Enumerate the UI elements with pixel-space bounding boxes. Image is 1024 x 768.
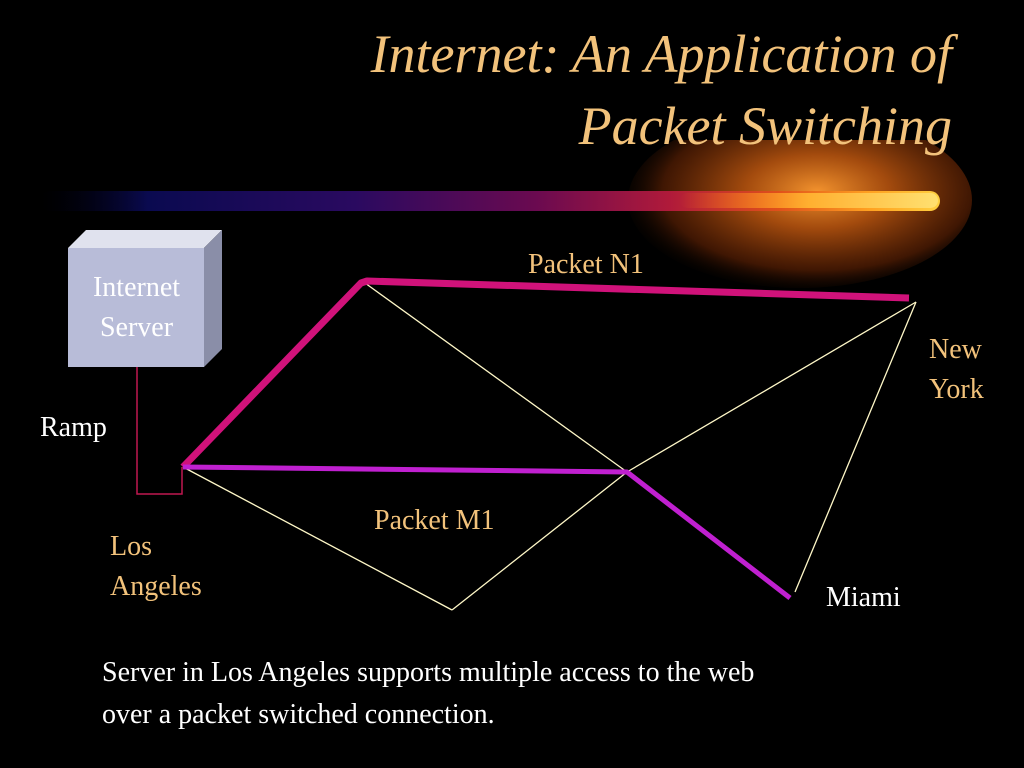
- swoosh-glow: [628, 140, 972, 288]
- los-angeles-line-2: Angeles: [110, 571, 202, 602]
- new-york-line-1: New: [929, 334, 982, 365]
- caption-line-1: Server in Los Angeles supports multiple …: [102, 657, 755, 688]
- title-line-2: Packet Switching: [578, 96, 952, 156]
- decorative-swoosh: [40, 140, 972, 288]
- link-hub-newyork: [626, 301, 917, 473]
- swoosh-core: [680, 193, 938, 208]
- slide-title: Internet: An Application of Packet Switc…: [52, 18, 952, 162]
- packet-n1-route: [180, 277, 910, 470]
- caption-line-2: over a packet switched connection.: [102, 699, 495, 730]
- link-south-hub: [451, 471, 628, 611]
- ramp-label: Ramp: [40, 412, 107, 443]
- new-york-label: New York: [929, 330, 984, 410]
- miami-label: Miami: [826, 582, 901, 613]
- server-side-face: [204, 230, 222, 367]
- los-angeles-line-1: Los: [110, 531, 152, 562]
- packet-m1-label: Packet M1: [374, 505, 495, 536]
- title-line-1: Internet: An Application of: [370, 24, 952, 84]
- link-newyork-miami: [794, 301, 917, 593]
- server-label: Internet Server: [68, 268, 205, 348]
- server-top-face: [68, 230, 222, 248]
- slide-caption: Server in Los Angeles supports multiple …: [102, 652, 1002, 736]
- server-front-face: [68, 248, 204, 367]
- server-label-line-1: Internet: [92, 272, 181, 303]
- link-la-south: [182, 466, 453, 611]
- packet-m1-route: [182, 464, 792, 600]
- server-label-line-2: Server: [99, 312, 174, 343]
- los-angeles-label: Los Angeles: [110, 527, 202, 607]
- new-york-line-2: York: [929, 374, 984, 405]
- ramp-link: [136, 367, 183, 495]
- packet-n1-label: Packet N1: [528, 249, 644, 280]
- link-north-hub: [364, 282, 628, 473]
- internet-server-icon: [68, 230, 222, 367]
